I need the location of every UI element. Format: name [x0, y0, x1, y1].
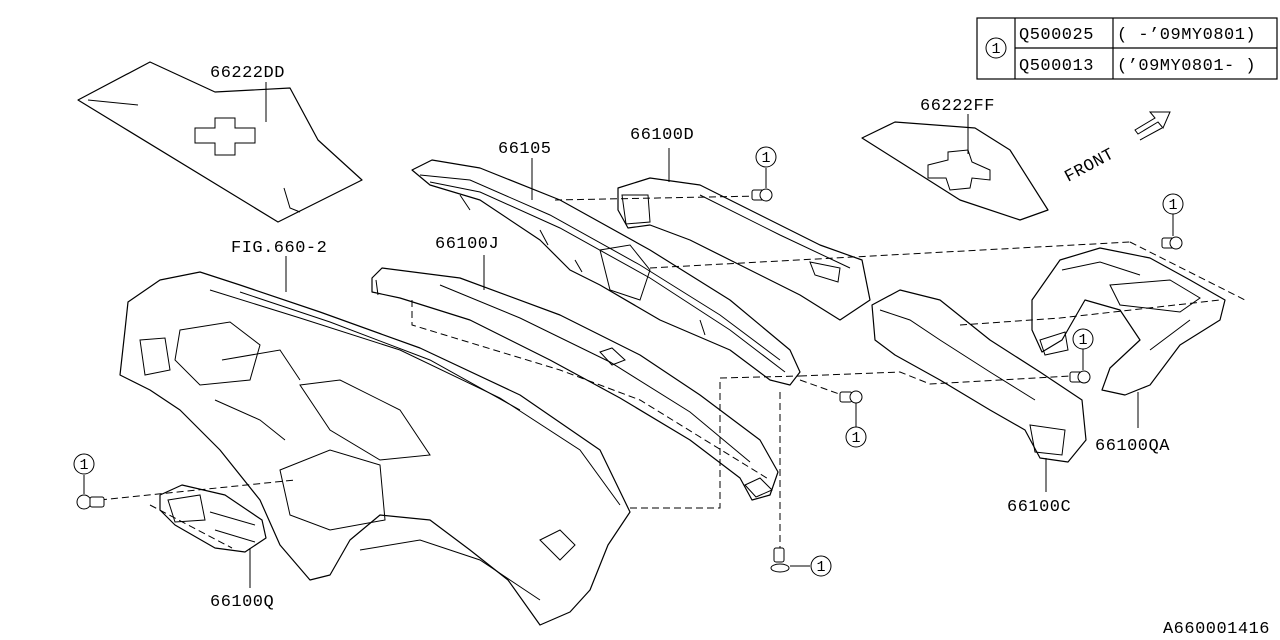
- table-part-no-2: Q500013: [1019, 57, 1094, 76]
- table-ref-circle: [985, 37, 1007, 59]
- ref-number: 1: [851, 430, 860, 447]
- part-66100Q: 66100Q: [159, 484, 274, 612]
- part-66100QA: 66100QA: [1031, 247, 1226, 456]
- ref-circle: [845, 426, 867, 448]
- part-66100D: 66100D: [617, 126, 871, 321]
- label-66100Q: 66100Q: [210, 593, 274, 612]
- part-66222DD: 66222DD: [77, 61, 363, 223]
- ref-number: 1: [761, 150, 770, 167]
- part-66100C: 66100C: [871, 289, 1087, 517]
- label-66100C: 66100C: [1007, 498, 1071, 517]
- ref-circle: [73, 453, 95, 475]
- ref-circle: [755, 146, 777, 168]
- bolt-icon: [1161, 236, 1183, 250]
- label-fig-660-2: FIG.660-2: [231, 239, 327, 258]
- bolt-icon: [751, 188, 773, 202]
- ref-number: 1: [79, 457, 88, 474]
- ref-markers: 1 1 1 1 1 1: [73, 146, 1184, 577]
- ref-circle: [1162, 193, 1184, 215]
- part-instrument-panel: FIG.660-2: [119, 239, 631, 626]
- table-range-2: (’09MY0801- ): [1117, 57, 1256, 76]
- label-66100D: 66100D: [630, 126, 694, 145]
- bolt-icon: [770, 547, 790, 573]
- ref-circle: [810, 555, 832, 577]
- label-66222DD: 66222DD: [210, 64, 285, 83]
- table-range-1: ( -’09MY0801): [1117, 26, 1256, 45]
- label-66222FF: 66222FF: [920, 97, 995, 116]
- assembly-lines: [99, 195, 1246, 560]
- label-66100QA: 66100QA: [1095, 437, 1170, 456]
- ref-circle: [1072, 328, 1094, 350]
- label-66105: 66105: [498, 140, 552, 159]
- front-indicator: FRONT: [1062, 111, 1171, 187]
- table-part-no-1: Q500025: [1019, 26, 1094, 45]
- part-66100J: 66100J: [371, 235, 779, 501]
- fasteners: [76, 188, 1183, 573]
- table-ref-number: 1: [991, 41, 1000, 58]
- bolt-icon: [1069, 370, 1091, 384]
- bolt-icon: [839, 390, 863, 404]
- part-66105: 66105: [411, 140, 801, 386]
- front-arrow-icon: [1134, 111, 1171, 141]
- ref-number: 1: [816, 559, 825, 576]
- ref-number: 1: [1168, 197, 1177, 214]
- drawing-code: A660001416: [1163, 620, 1270, 639]
- label-66100J: 66100J: [435, 235, 499, 254]
- reference-table: 1 Q500025 ( -’09MY0801) Q500013 (’09MY08…: [976, 17, 1278, 80]
- bolt-icon: [76, 494, 105, 510]
- part-66222FF: 66222FF: [861, 97, 1049, 221]
- front-label: FRONT: [1062, 145, 1118, 187]
- ref-number: 1: [1078, 332, 1087, 349]
